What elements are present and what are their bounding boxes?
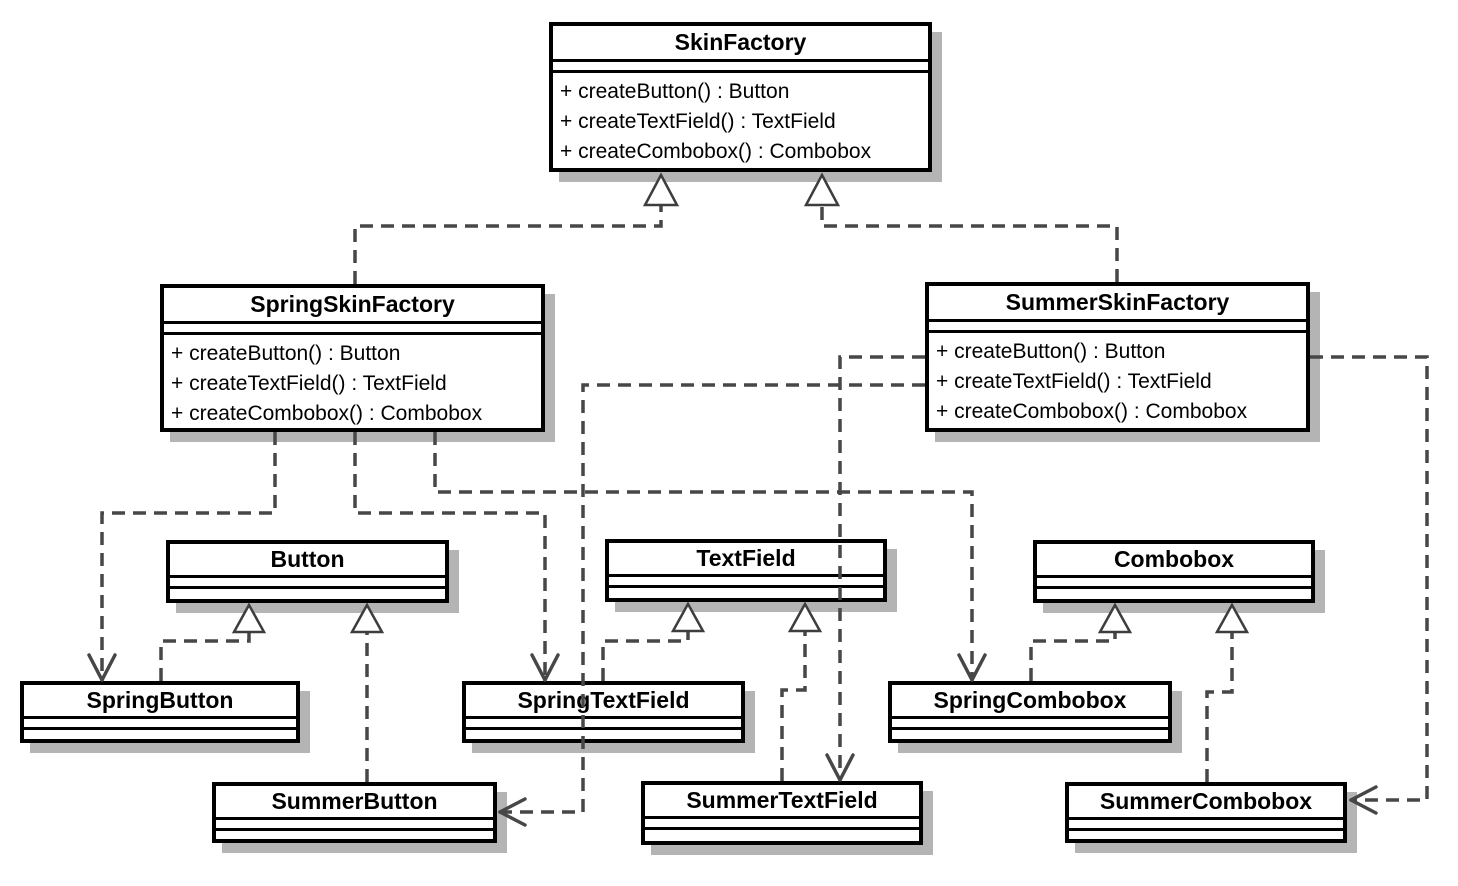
- realization-summer-skin-factory-to-skin-factory: [803, 172, 1119, 282]
- class-name: TextField: [609, 543, 883, 577]
- class-name: SummerCombobox: [1069, 786, 1343, 820]
- attributes-compartment: [929, 322, 1306, 333]
- method: + createTextField() : TextField: [171, 372, 447, 395]
- realization-summer-combobox-to-combobox: [1205, 602, 1250, 782]
- class-name: SpringButton: [24, 685, 296, 719]
- class-summer-text-field: SummerTextField: [641, 781, 923, 845]
- class-text-field: TextField: [605, 539, 887, 602]
- realization-summer-button-to-button: [349, 602, 385, 782]
- attributes-compartment: [892, 719, 1168, 730]
- class-name: SummerSkinFactory: [929, 286, 1306, 322]
- attributes-compartment: [1037, 578, 1311, 589]
- method: + createCombobox() : Combobox: [171, 402, 483, 425]
- attributes-compartment: [553, 62, 928, 73]
- method: + createButton() : Button: [560, 80, 790, 103]
- class-name: SpringTextField: [466, 685, 741, 719]
- methods-compartment: + createButton() : Button + createTextFi…: [929, 333, 1306, 427]
- class-name: SpringSkinFactory: [164, 288, 541, 324]
- class-name: SummerButton: [216, 786, 493, 820]
- class-combobox: Combobox: [1033, 540, 1315, 603]
- method: + createButton() : Button: [936, 340, 1166, 363]
- method: + createButton() : Button: [171, 342, 401, 365]
- attributes-compartment: [164, 324, 541, 335]
- class-spring-button: SpringButton: [20, 681, 300, 743]
- method: + createTextField() : TextField: [936, 370, 1212, 393]
- realization-spring-text-field-to-text-field: [601, 601, 706, 681]
- class-name: Combobox: [1037, 544, 1311, 578]
- class-name: SummerTextField: [645, 785, 919, 819]
- attributes-compartment: [645, 819, 919, 830]
- attributes-compartment: [466, 719, 741, 730]
- realization-summer-text-field-to-text-field: [780, 601, 823, 781]
- attributes-compartment: [170, 578, 445, 589]
- attributes-compartment: [1069, 820, 1343, 831]
- class-summer-skin-factory: SummerSkinFactory + createButton() : But…: [925, 282, 1310, 432]
- class-name: Button: [170, 544, 445, 578]
- class-summer-combobox: SummerCombobox: [1065, 782, 1347, 843]
- class-name: SkinFactory: [553, 26, 928, 62]
- method: + createTextField() : TextField: [560, 110, 836, 133]
- method: + createCombobox() : Combobox: [936, 400, 1248, 423]
- class-spring-skin-factory: SpringSkinFactory + createButton() : But…: [160, 284, 545, 432]
- realization-spring-skin-factory-to-skin-factory: [353, 172, 680, 284]
- dependency-summer-skin-factory-to-summer-button: [498, 383, 925, 827]
- class-summer-button: SummerButton: [212, 782, 497, 843]
- attributes-compartment: [24, 719, 296, 730]
- class-button: Button: [166, 540, 449, 603]
- class-skin-factory: SkinFactory + createButton() : Button + …: [549, 22, 932, 172]
- methods-compartment: + createButton() : Button + createTextFi…: [164, 335, 541, 429]
- method: + createCombobox() : Combobox: [560, 140, 872, 163]
- attributes-compartment: [609, 577, 883, 588]
- realization-spring-button-to-button: [159, 602, 267, 681]
- class-spring-text-field: SpringTextField: [462, 681, 745, 743]
- methods-compartment: + createButton() : Button + createTextFi…: [553, 73, 928, 167]
- class-name: SpringCombobox: [892, 685, 1168, 719]
- class-spring-combobox: SpringCombobox: [888, 681, 1172, 743]
- realization-spring-combobox-to-combobox: [1029, 602, 1133, 681]
- dependency-summer-skin-factory-to-summer-combobox: [1310, 355, 1429, 815]
- attributes-compartment: [216, 820, 493, 831]
